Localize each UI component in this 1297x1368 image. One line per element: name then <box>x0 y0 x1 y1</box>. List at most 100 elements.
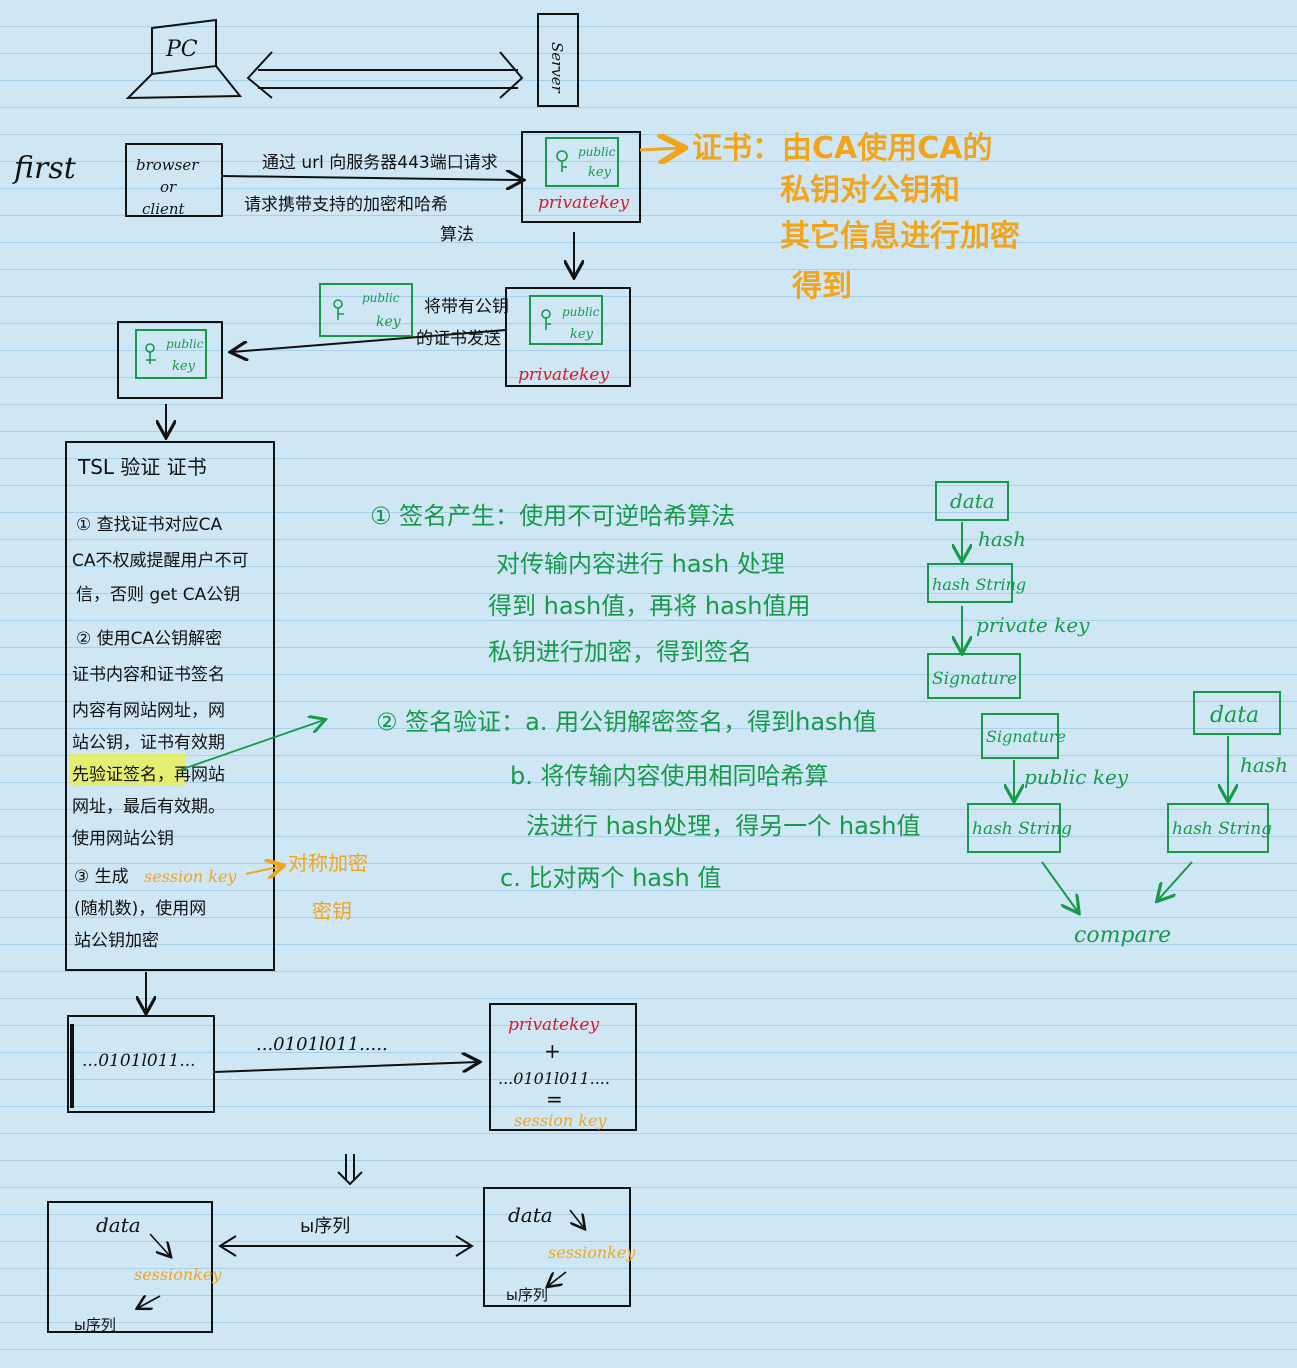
request-arrow <box>221 176 522 180</box>
flow-gen <box>927 481 1021 699</box>
server-icon <box>537 13 579 107</box>
client-line-1: browser <box>136 156 199 174</box>
sig-verify-line: b. 将传输内容使用相同哈希算 <box>510 762 829 790</box>
client-line-2: or <box>160 178 177 196</box>
flow-signature-label: Signature <box>932 669 1017 689</box>
final-client-data-arrow <box>149 1233 170 1256</box>
tsl-line: ① 查找证书对应CA <box>76 515 223 535</box>
verify-public-key-label: public key <box>1024 765 1129 789</box>
final-server-data-arrow <box>569 1209 584 1228</box>
send-cert-arrow <box>232 329 507 352</box>
client-public-key-box <box>135 329 207 379</box>
signature-gen-notes: ① 签名产生：使用不可逆哈希算法 对传输内容进行 hash 处理 得到 hash… <box>370 502 811 666</box>
sig-verify-line: 法进行 hash处理，得另一个 hash值 <box>526 812 921 840</box>
key-icon <box>541 309 551 330</box>
sig-gen-line: 得到 hash值，再将 hash值用 <box>488 592 811 620</box>
final-arrow-label: ы序列 <box>300 1216 350 1237</box>
flow-hash-label: hash <box>978 527 1026 551</box>
flow-hash-string-box <box>927 563 1013 603</box>
final-server-box <box>483 1187 631 1307</box>
sig-verify-line: c. 比对两个 hash 值 <box>500 864 721 892</box>
server-cert-box-2 <box>505 287 631 387</box>
tsl-line: 信，否则 get CA公钥 <box>76 585 240 605</box>
verify-signature-label: Signature <box>986 727 1066 746</box>
flow-hash-string-label: hash String <box>932 575 1026 594</box>
verify-hash-string-box <box>967 803 1061 853</box>
request-line-1: 通过 url 向服务器443端口请求 <box>262 153 498 173</box>
flow-verify <box>967 691 1281 912</box>
verify-hash-string-box-2 <box>1167 803 1269 853</box>
cert-note-line-3: 其它信息进行加密 <box>780 219 1020 254</box>
final-server-seq: ы序列 <box>506 1286 548 1304</box>
client-bits-box <box>67 1015 215 1113</box>
tsl-line: 内容有网站网址，网 <box>72 701 225 721</box>
request-line-3: 算法 <box>440 225 474 245</box>
client-box <box>125 143 223 217</box>
sig-gen-line: 对传输内容进行 hash 处理 <box>496 550 785 578</box>
compare-label: compare <box>1074 923 1171 948</box>
server-cert-box <box>521 131 641 223</box>
key-icon <box>556 150 568 172</box>
request-line-2: 请求携带支持的加密和哈希 <box>244 195 448 215</box>
flow-signature-box <box>927 653 1021 699</box>
server-public-key-1: public <box>578 145 616 159</box>
final-client-data: data <box>96 1213 141 1237</box>
client-public-key-2: key <box>172 359 196 374</box>
final-client-seq-arrow <box>138 1296 161 1308</box>
sym-key-arrow <box>245 866 282 874</box>
server-public-key-2: key <box>588 165 612 180</box>
tsl-line: 站公钥加密 <box>74 931 159 951</box>
sig-gen-line: 私钥进行加密，得到签名 <box>488 638 752 666</box>
final-two-way-arrow <box>218 1235 474 1257</box>
server-label: Server <box>548 42 566 94</box>
highlight-pointer <box>179 720 324 771</box>
verify-data-box <box>1193 691 1281 735</box>
key-icon <box>145 343 156 364</box>
tsl-line: CA不权威提醒用户不可 <box>72 551 249 571</box>
tsl-line: 先验证签名，再网站 <box>72 765 225 785</box>
pc-server-arrow <box>246 51 524 99</box>
tsl-line: (随机数)，使用网 <box>74 898 206 919</box>
sending-cert-box <box>319 283 413 337</box>
tsl-line: ② 使用CA公钥解密 <box>76 628 222 649</box>
cert-note-line-1: 证书：由CA使用CA的 <box>692 131 992 166</box>
server-bits-box <box>489 1003 637 1131</box>
client-public-key-1: public <box>166 337 204 351</box>
server-session-key: session key <box>514 1111 607 1130</box>
flow-data-label: data <box>950 489 995 513</box>
sig-gen-line: ① 签名产生：使用不可逆哈希算法 <box>370 502 735 530</box>
tsl-line: 站公钥，证书有效期 <box>72 733 225 753</box>
first-label: first <box>12 151 77 186</box>
cert-note-line-2: 私钥对公钥和 <box>780 173 960 208</box>
server2-public-key-2: key <box>570 327 594 342</box>
verify-hash-string-label: hash String <box>972 819 1072 839</box>
tsl-highlight <box>70 754 186 786</box>
final-client-seq: ы序列 <box>74 1316 116 1334</box>
server2-public-key-1: public <box>562 305 600 319</box>
tsl-line: ③ 生成 <box>74 867 129 887</box>
sym-key-line-2: 密钥 <box>312 899 352 923</box>
final-client-box <box>47 1201 213 1333</box>
equals-sign: = <box>546 1087 563 1111</box>
client-cert-box <box>117 321 223 399</box>
verify-signature-box <box>981 713 1059 759</box>
server-private-key: privatekey <box>538 193 629 213</box>
pc-icon <box>125 18 243 100</box>
final-server-seq-arrow <box>548 1271 567 1286</box>
verify-hash-string-2-label: hash String <box>1172 819 1272 839</box>
sending-public-key-1: public <box>362 291 400 305</box>
pc-label: PC <box>165 37 198 62</box>
send-cert-line-2: 的证书发送 <box>416 329 501 349</box>
tsl-line: 使用网站公钥 <box>72 828 174 849</box>
flow-data-box <box>935 481 1009 521</box>
transfer-arrow <box>213 1062 478 1073</box>
tsl-session-key: session key <box>144 867 237 886</box>
tsl-title: TSL 验证 证书 <box>77 455 207 479</box>
cert-note-line-4: 得到 <box>791 269 852 304</box>
sig-verify-line: ② 签名验证：a. 用公钥解密签名，得到hash值 <box>376 708 877 736</box>
tsl-line: 网址，最后有效期。 <box>72 797 225 817</box>
final-server-session: sessionkey <box>548 1243 636 1262</box>
final-server-data: data <box>508 1203 553 1227</box>
